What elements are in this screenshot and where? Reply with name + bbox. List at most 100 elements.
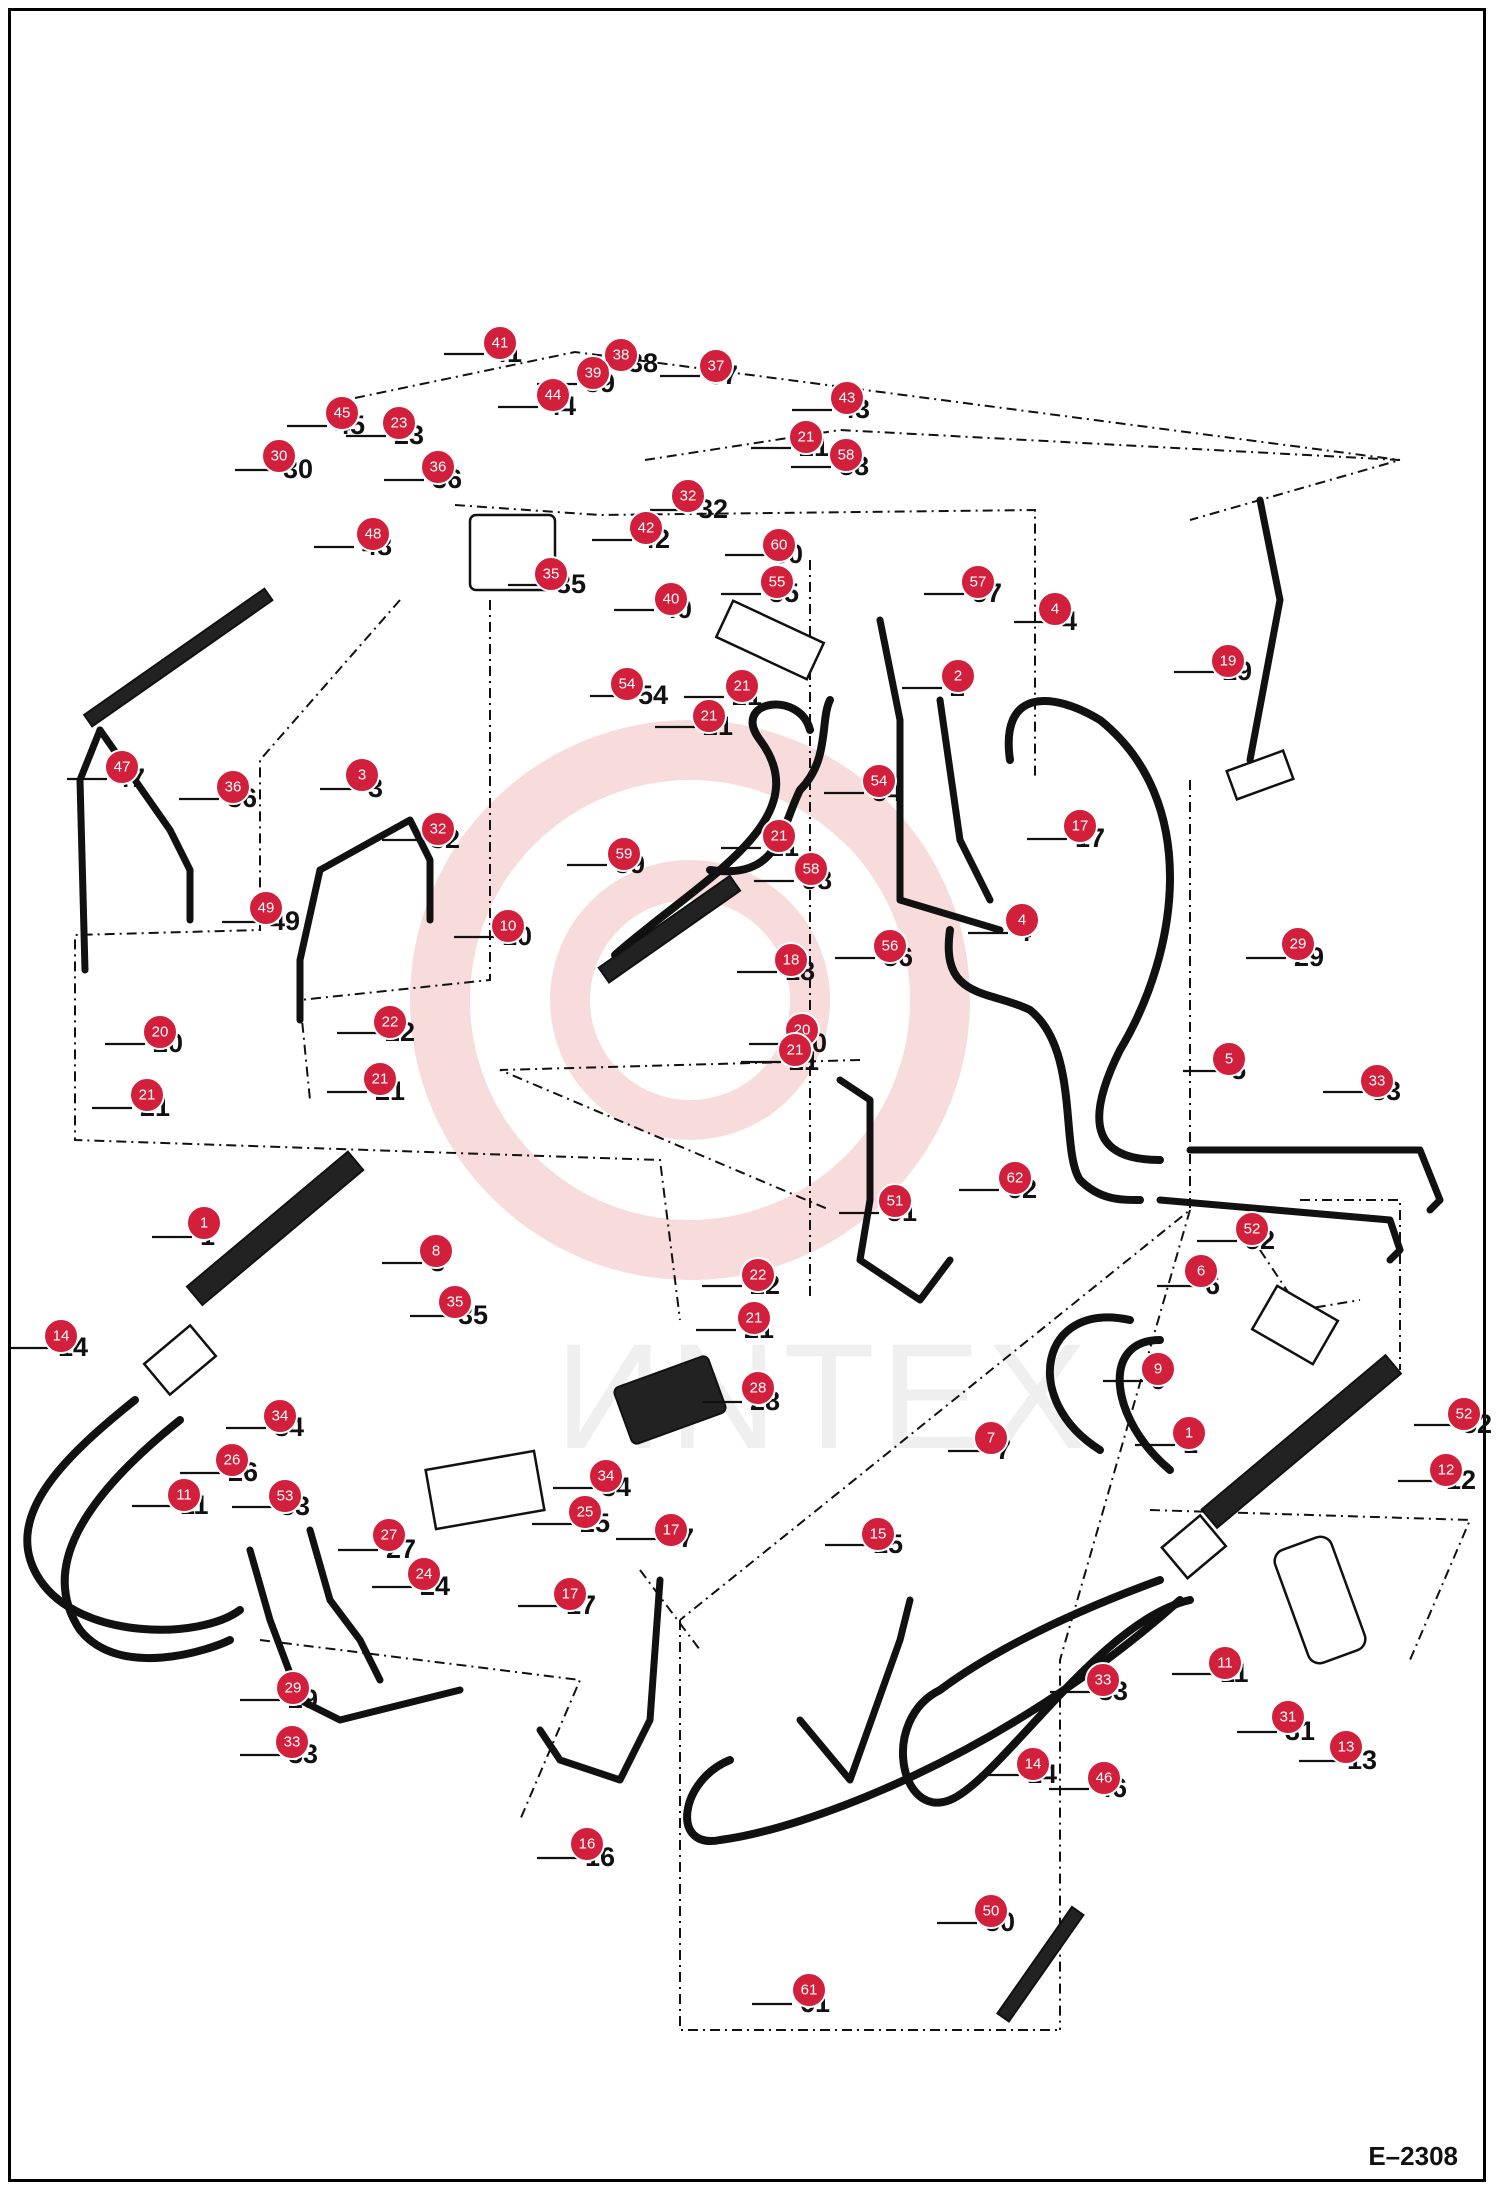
callout-badge[interactable]: 61 bbox=[791, 1972, 827, 2008]
callout-badge[interactable]: 23 bbox=[381, 405, 417, 441]
callout-badge[interactable]: 2 bbox=[940, 658, 976, 694]
leader-lines bbox=[10, 352, 1454, 2006]
callout-badge[interactable]: 58 bbox=[793, 851, 829, 887]
callout-badge[interactable]: 43 bbox=[829, 380, 865, 416]
callout-badge[interactable]: 54 bbox=[861, 763, 897, 799]
callout-badge[interactable]: 17 bbox=[653, 1512, 689, 1548]
callout-badge[interactable]: 21 bbox=[761, 818, 797, 854]
callout-badge[interactable]: 58 bbox=[828, 437, 864, 473]
callout-badge[interactable]: 12 bbox=[1428, 1452, 1464, 1488]
callout-badge[interactable]: 46 bbox=[1086, 1760, 1122, 1796]
callout-badge[interactable]: 62 bbox=[997, 1160, 1033, 1196]
callout-number: 41 bbox=[492, 335, 509, 352]
callout-badge[interactable]: 1 bbox=[186, 1205, 222, 1241]
callout-badge[interactable]: 32 bbox=[420, 811, 456, 847]
callout-badge[interactable]: 17 bbox=[1062, 808, 1098, 844]
callout-badge[interactable]: 56 bbox=[872, 928, 908, 964]
callout-badge[interactable]: 39 bbox=[575, 355, 611, 391]
callout-badge[interactable]: 21 bbox=[724, 668, 760, 704]
callout-badge[interactable]: 17 bbox=[552, 1576, 588, 1612]
callout-badge[interactable]: 21 bbox=[788, 419, 824, 455]
callout-badge[interactable]: 34 bbox=[262, 1398, 298, 1434]
callout-badge[interactable]: 22 bbox=[372, 1004, 408, 1040]
callout-badge[interactable]: 21 bbox=[129, 1077, 165, 1113]
callout-badge[interactable]: 35 bbox=[533, 556, 569, 592]
callout-number: 15 bbox=[870, 1526, 887, 1543]
callout-badge[interactable]: 18 bbox=[773, 942, 809, 978]
callout-badge[interactable]: 41 bbox=[482, 325, 518, 361]
callout-badge[interactable]: 50 bbox=[973, 1893, 1009, 1929]
callout-badge[interactable]: 49 bbox=[248, 890, 284, 926]
callout-badge[interactable]: 36 bbox=[215, 769, 251, 805]
callout-badge[interactable]: 21 bbox=[736, 1300, 772, 1336]
callout-badge[interactable]: 20 bbox=[142, 1014, 178, 1050]
callout-number: 33 bbox=[1369, 1073, 1386, 1090]
callout-badge[interactable]: 8 bbox=[418, 1233, 454, 1269]
callout-badge[interactable]: 9 bbox=[1140, 1351, 1176, 1387]
callout-badge[interactable]: 21 bbox=[777, 1032, 813, 1068]
callout-badge[interactable]: 26 bbox=[214, 1442, 250, 1478]
callout-badge[interactable]: 54 bbox=[609, 666, 645, 702]
callout-badge[interactable]: 11 bbox=[1207, 1645, 1243, 1681]
callout-badge[interactable]: 15 bbox=[860, 1516, 896, 1552]
callout-badge[interactable]: 29 bbox=[275, 1670, 311, 1706]
callout-badge[interactable]: 25 bbox=[567, 1494, 603, 1530]
callout-badge[interactable]: 21 bbox=[691, 698, 727, 734]
callout-number: 46 bbox=[1096, 1770, 1113, 1787]
callout-badge[interactable]: 6 bbox=[1183, 1253, 1219, 1289]
callout-badge[interactable]: 60 bbox=[761, 527, 797, 563]
callout-badge[interactable]: 13 bbox=[1328, 1729, 1364, 1765]
callout-number: 49 bbox=[258, 900, 275, 917]
callout-badge[interactable]: 19 bbox=[1210, 643, 1246, 679]
callout-badge[interactable]: 37 bbox=[698, 348, 734, 384]
callout-badge[interactable]: 4 bbox=[1037, 591, 1073, 627]
callout-badge[interactable]: 27 bbox=[371, 1517, 407, 1553]
callout-number: 21 bbox=[787, 1042, 804, 1059]
callout-badge[interactable]: 35 bbox=[437, 1284, 473, 1320]
callout-number: 13 bbox=[1338, 1739, 1355, 1756]
callout-badge[interactable]: 4 bbox=[1004, 902, 1040, 938]
callout-badge[interactable]: 29 bbox=[1280, 926, 1316, 962]
callout-badge[interactable]: 31 bbox=[1270, 1699, 1306, 1735]
callout-badge[interactable]: 10 bbox=[490, 908, 526, 944]
callout-number: 5 bbox=[1225, 1051, 1233, 1068]
callout-badge[interactable]: 36 bbox=[420, 449, 456, 485]
callout-badge[interactable]: 53 bbox=[267, 1478, 303, 1514]
callout-badge[interactable]: 32 bbox=[670, 478, 706, 514]
callout-badge[interactable]: 22 bbox=[740, 1257, 776, 1293]
callout-badge[interactable]: 42 bbox=[628, 510, 664, 546]
callout-badge[interactable]: 5 bbox=[1211, 1041, 1247, 1077]
callout-badge[interactable]: 24 bbox=[406, 1556, 442, 1592]
drawing-frame bbox=[8, 8, 1486, 2182]
callout-number: 1 bbox=[200, 1215, 208, 1232]
callout-badge[interactable]: 38 bbox=[603, 337, 639, 373]
callout-badge[interactable]: 59 bbox=[606, 836, 642, 872]
callout-badge[interactable]: 40 bbox=[653, 581, 689, 617]
callout-badge[interactable]: 34 bbox=[588, 1458, 624, 1494]
callout-badge[interactable]: 57 bbox=[960, 564, 996, 600]
callout-badge[interactable]: 48 bbox=[355, 516, 391, 552]
callout-badge[interactable]: 51 bbox=[877, 1183, 913, 1219]
callout-badge[interactable]: 52 bbox=[1446, 1396, 1482, 1432]
callout-badge[interactable]: 45 bbox=[324, 395, 360, 431]
callout-badge[interactable]: 14 bbox=[1015, 1746, 1051, 1782]
callout-badge[interactable]: 33 bbox=[274, 1724, 310, 1760]
callout-number: 58 bbox=[838, 447, 855, 464]
callout-badge[interactable]: 52 bbox=[1234, 1211, 1270, 1247]
callout-number: 43 bbox=[839, 390, 856, 407]
callout-badge[interactable]: 21 bbox=[362, 1061, 398, 1097]
callout-badge[interactable]: 33 bbox=[1359, 1063, 1395, 1099]
callout-badge[interactable]: 11 bbox=[166, 1477, 202, 1513]
callout-badge[interactable]: 47 bbox=[104, 749, 140, 785]
callout-badge[interactable]: 44 bbox=[535, 377, 571, 413]
callout-badge[interactable]: 28 bbox=[740, 1370, 776, 1406]
callout-badge[interactable]: 3 bbox=[344, 757, 380, 793]
callout-badge[interactable]: 7 bbox=[973, 1420, 1009, 1456]
callout-number: 29 bbox=[285, 1680, 302, 1697]
callout-badge[interactable]: 14 bbox=[43, 1318, 79, 1354]
callout-badge[interactable]: 30 bbox=[261, 438, 297, 474]
callout-badge[interactable]: 1 bbox=[1171, 1415, 1207, 1451]
callout-badge[interactable]: 55 bbox=[759, 564, 795, 600]
callout-badge[interactable]: 16 bbox=[569, 1826, 605, 1862]
callout-badge[interactable]: 33 bbox=[1085, 1662, 1121, 1698]
